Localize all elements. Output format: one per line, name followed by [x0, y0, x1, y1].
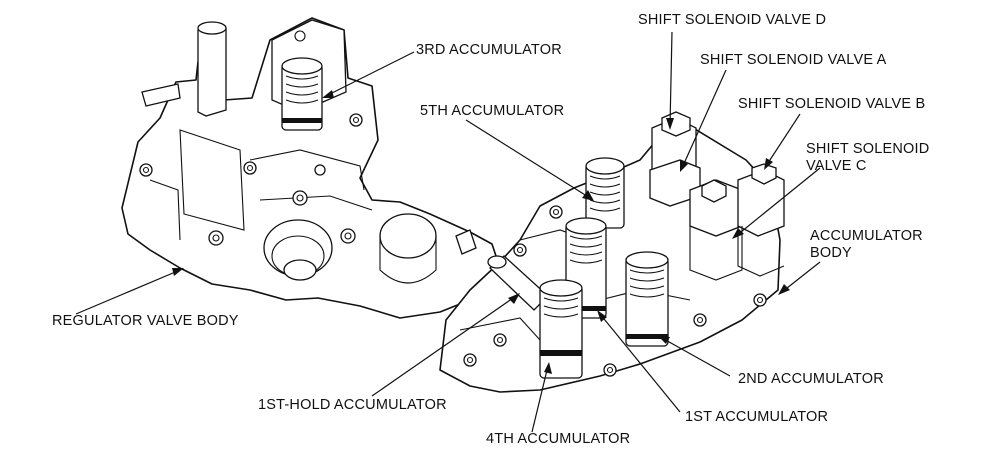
regulator-valve-body-drawing [121, 17, 501, 319]
label-1st-hold-accumulator: 1ST-HOLD ACCUMULATOR [258, 397, 447, 413]
label-shift-solenoid-valve-a: SHIFT SOLENOID VALVE A [700, 52, 887, 68]
label-1st-accumulator: 1ST ACCUMULATOR [685, 409, 829, 425]
label-4th-accumulator: 4TH ACCUMULATOR [486, 431, 631, 447]
label-3rd-accumulator: 3RD ACCUMULATOR [416, 42, 562, 58]
label-regulator-valve-body: REGULATOR VALVE BODY [52, 313, 239, 329]
label-accumulator-body-line2: BODY [810, 245, 852, 261]
label-shift-solenoid-valve-d: SHIFT SOLENOID VALVE D [638, 12, 827, 28]
accumulator-body-drawing [439, 111, 785, 393]
leader-lines [75, 31, 821, 433]
label-shift-solenoid-valve-b: SHIFT SOLENOID VALVE B [738, 96, 926, 112]
label-shift-solenoid-valve-c-line2: VALVE C [806, 158, 867, 174]
label-5th-accumulator: 5TH ACCUMULATOR [420, 103, 565, 119]
label-shift-solenoid-valve-c-line1: SHIFT SOLENOID [806, 141, 930, 157]
label-2nd-accumulator: 2ND ACCUMULATOR [738, 371, 884, 387]
label-accumulator-body-line1: ACCUMULATOR [810, 228, 923, 244]
